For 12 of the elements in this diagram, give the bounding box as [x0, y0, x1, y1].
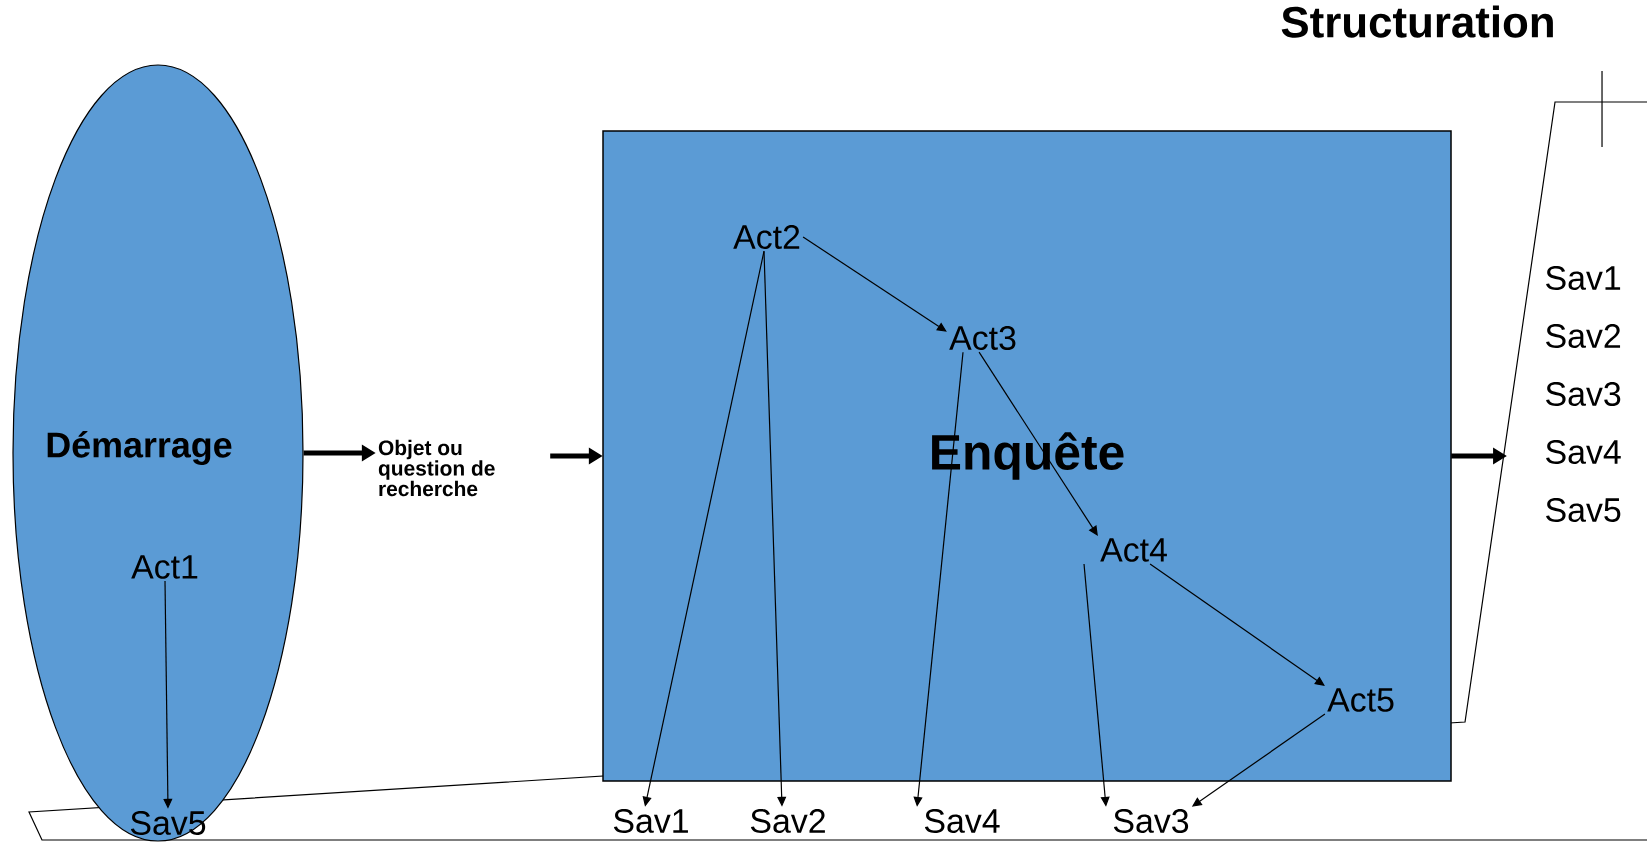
- label-text: Sav4: [924, 809, 1000, 833]
- arrow: [802, 236, 947, 332]
- label-text: Act1: [131, 555, 198, 579]
- label-text: Act5: [1327, 688, 1394, 712]
- label-text: Act4: [1100, 538, 1167, 562]
- label-text: Sav1: [613, 809, 688, 833]
- label-text: Objet ou question de recherche: [378, 439, 495, 497]
- label-text: Act3: [949, 326, 1016, 350]
- arrow: [1149, 563, 1325, 686]
- label-text: Sav2: [750, 809, 825, 833]
- label-text: Act2: [733, 225, 800, 249]
- label-text: Sav3: [1113, 809, 1189, 833]
